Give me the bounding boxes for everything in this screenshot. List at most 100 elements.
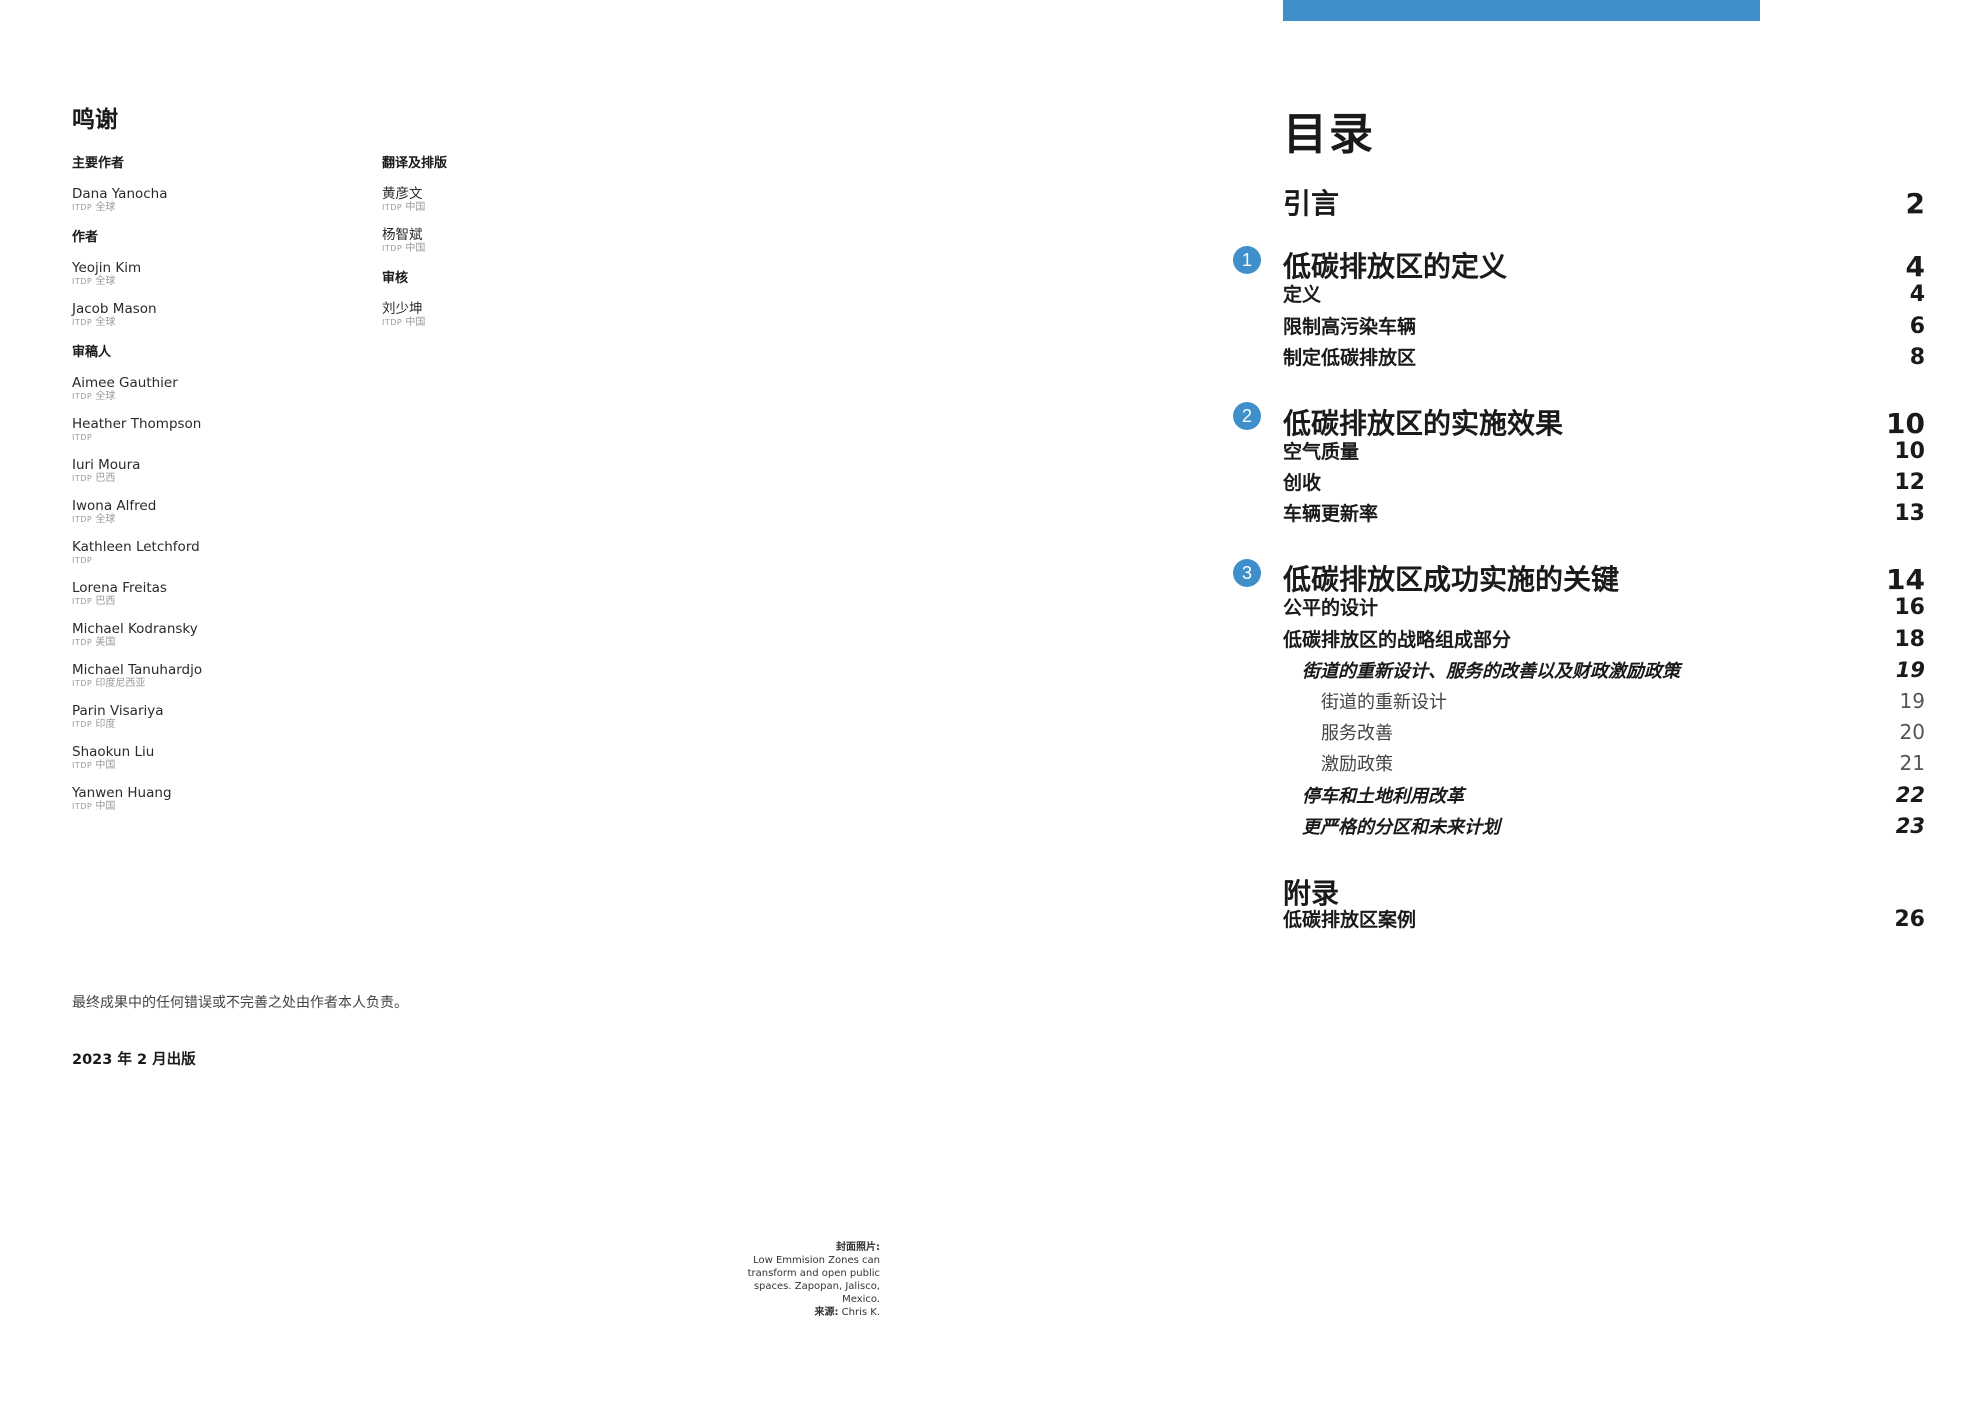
toc-entry[interactable]: 附录 bbox=[1283, 872, 1925, 912]
org-tag: ITDP bbox=[382, 203, 403, 212]
toc-entry-label: 限制高污染车辆 bbox=[1283, 316, 1417, 338]
org-tag: ITDP bbox=[382, 318, 403, 327]
org-tag: ITDP bbox=[72, 474, 93, 483]
toc-entry-label: 低碳排放区的战略组成部分 bbox=[1283, 629, 1512, 651]
toc-entry[interactable]: 低碳排放区的战略组成部分 18 bbox=[1283, 625, 1925, 652]
org-region: 全球 bbox=[95, 202, 116, 213]
toc-entry[interactable]: 制定低碳排放区 8 bbox=[1283, 343, 1925, 370]
person-organization: ITDP bbox=[72, 432, 372, 444]
toc-entry-page: 10 bbox=[1886, 407, 1925, 440]
top-accent-bar bbox=[1283, 0, 1760, 21]
org-region: 巴西 bbox=[95, 473, 116, 484]
person-name: Yeojin Kim bbox=[72, 260, 142, 276]
toc-entry-label: 空气质量 bbox=[1283, 441, 1360, 463]
ack-section-heading: 审核 bbox=[382, 271, 409, 286]
toc-entry[interactable]: 空气质量 10 bbox=[1283, 437, 1925, 464]
toc-title: 目录 bbox=[1283, 109, 1375, 160]
cover-credit-heading: 封面照片: bbox=[836, 1242, 880, 1253]
toc-entry-page: 4 bbox=[1909, 282, 1925, 307]
ack-section-heading: 作者 bbox=[72, 230, 99, 245]
org-region: 全球 bbox=[95, 391, 116, 402]
ack-section-heading: 审稿人 bbox=[72, 345, 112, 360]
person-name: Lorena Freitas bbox=[72, 580, 167, 596]
person-organization: ITDP 中国 bbox=[72, 760, 372, 772]
person-name: Aimee Gauthier bbox=[72, 375, 178, 391]
toc-entry-label: 服务改善 bbox=[1321, 723, 1393, 744]
toc-entry-label: 停车和土地利用改革 bbox=[1302, 786, 1464, 807]
person-name: Yanwen Huang bbox=[72, 785, 172, 801]
toc-entry-page: 10 bbox=[1894, 439, 1925, 464]
ack-section-heading: 主要作者 bbox=[72, 156, 125, 171]
org-region: 中国 bbox=[405, 317, 426, 328]
toc-entry[interactable]: 低碳排放区的定义 4 bbox=[1283, 245, 1925, 285]
chapter-number-badge: 3 bbox=[1233, 559, 1261, 587]
toc-entry-label: 更严格的分区和未来计划 bbox=[1302, 817, 1500, 838]
toc-entry-page: 19 bbox=[1899, 689, 1925, 713]
toc-entry-label: 制定低碳排放区 bbox=[1283, 347, 1417, 369]
toc-entry-label: 低碳排放区案例 bbox=[1283, 909, 1417, 931]
person-organization: ITDP 印度尼西亚 bbox=[72, 678, 372, 690]
toc-entry[interactable]: 公平的设计 16 bbox=[1283, 593, 1925, 620]
org-region: 中国 bbox=[405, 243, 426, 254]
org-tag: ITDP bbox=[72, 802, 93, 811]
person-name: Shaokun Liu bbox=[72, 744, 155, 760]
toc-entry[interactable]: 限制高污染车辆 6 bbox=[1283, 312, 1925, 339]
toc-entry-page: 4 bbox=[1905, 250, 1925, 283]
org-tag: ITDP bbox=[72, 556, 93, 565]
org-tag: ITDP bbox=[382, 244, 403, 253]
toc-entry-label: 低碳排放区的定义 bbox=[1283, 250, 1508, 283]
org-tag: ITDP bbox=[72, 597, 93, 606]
toc-entry-page: 18 bbox=[1894, 627, 1925, 652]
toc-entry-label: 车辆更新率 bbox=[1283, 503, 1379, 525]
toc-entry-page: 16 bbox=[1894, 595, 1925, 620]
toc-entry-page: 2 bbox=[1905, 187, 1925, 220]
toc-entry-page: 6 bbox=[1909, 314, 1925, 339]
org-region: 中国 bbox=[95, 801, 116, 812]
toc-entry-page: 8 bbox=[1909, 345, 1925, 370]
toc-entry-label: 低碳排放区成功实施的关键 bbox=[1283, 563, 1620, 596]
person-organization: ITDP 全球 bbox=[72, 202, 372, 214]
person-organization: ITDP 中国 bbox=[382, 317, 682, 329]
toc-entry-label: 附录 bbox=[1283, 877, 1340, 910]
person-organization: ITDP 巴西 bbox=[72, 596, 372, 608]
toc-entry-label: 公平的设计 bbox=[1283, 597, 1379, 619]
org-tag: ITDP bbox=[72, 761, 93, 770]
org-region: 巴西 bbox=[95, 596, 116, 607]
cover-credit-source: 来源: Chris K. bbox=[730, 1306, 880, 1319]
org-tag: ITDP bbox=[72, 679, 93, 688]
person-organization: ITDP 巴西 bbox=[72, 473, 372, 485]
toc-entry-label: 创收 bbox=[1283, 472, 1322, 494]
cover-photo-credit: 封面照片: Low Emmision Zones can transform a… bbox=[730, 1241, 880, 1319]
org-region: 印度尼西亚 bbox=[95, 678, 146, 689]
org-tag: ITDP bbox=[72, 318, 93, 327]
org-tag: ITDP bbox=[72, 515, 93, 524]
person-organization: ITDP bbox=[72, 555, 372, 567]
